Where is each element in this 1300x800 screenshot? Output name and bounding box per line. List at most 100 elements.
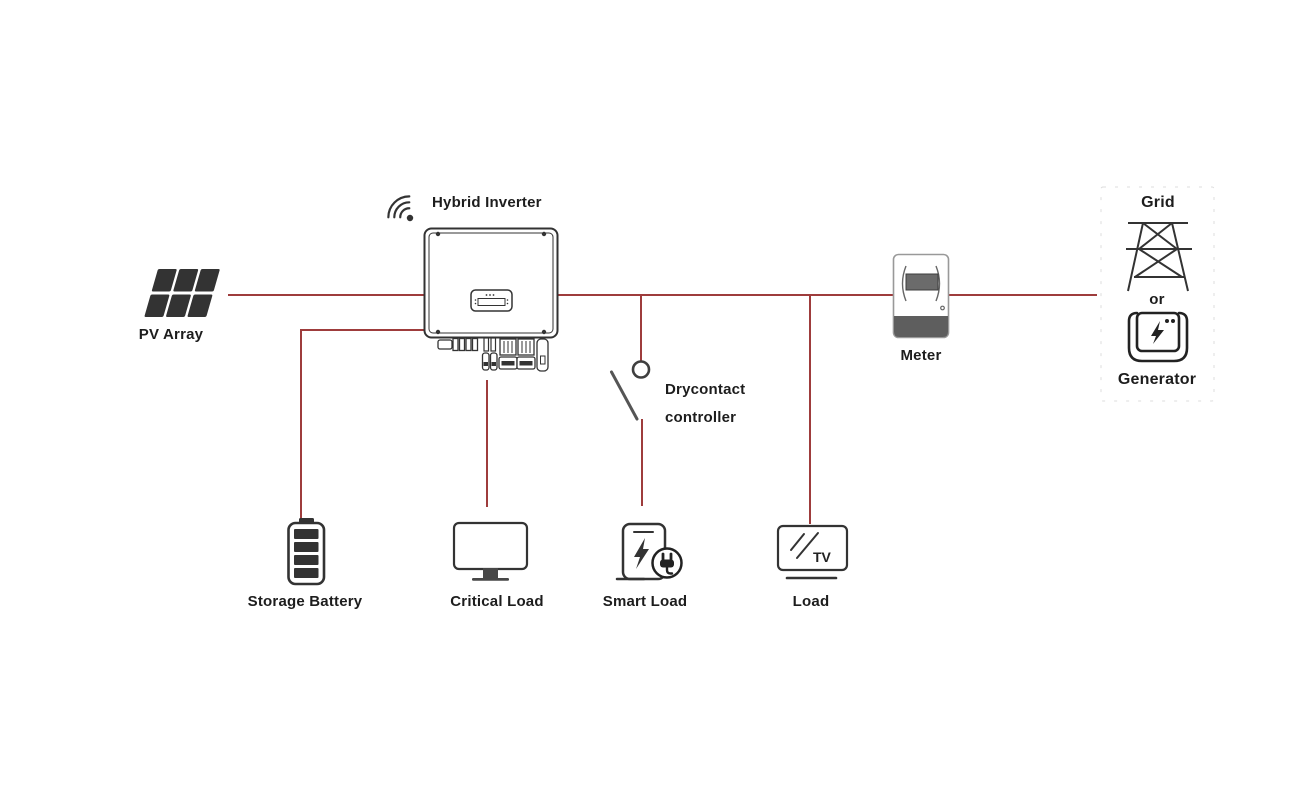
storage-battery-icon [287, 518, 326, 586]
inverter-case [423, 227, 559, 339]
mc4-fins [521, 341, 531, 353]
load-label: Load [792, 593, 830, 610]
pv-cell [173, 269, 199, 292]
screw-dot [541, 329, 547, 335]
smart-load-label: Smart Load [602, 593, 688, 610]
monitor-screen [452, 521, 529, 571]
meter-label: Meter [900, 347, 942, 364]
grid-tower-icon [1126, 222, 1192, 292]
connector-pin [490, 337, 497, 352]
connector-post [452, 337, 459, 352]
wifi-arc [399, 207, 411, 219]
meter-dot [940, 305, 945, 311]
mc4-plug [489, 352, 498, 371]
inverter-connectors [437, 337, 549, 372]
pv-cell [144, 294, 170, 317]
display-lcd [477, 298, 506, 306]
mc4-group [498, 338, 518, 370]
inverter-display [470, 289, 513, 312]
antenna-slot [540, 355, 546, 365]
led-dot [474, 302, 477, 305]
drycontact-label-line1: Drycontact [665, 381, 746, 398]
tv-glare-slashes [790, 532, 819, 559]
antenna-unit [536, 338, 549, 372]
or-label: or [1149, 291, 1165, 308]
mc4-band [519, 361, 533, 366]
switch-contact-circle [631, 360, 651, 379]
generator-lightning-bolt [1151, 321, 1164, 344]
mc4-fins [503, 341, 513, 353]
monitor-stand [483, 568, 498, 578]
tower-legs [1127, 222, 1189, 292]
drycontact-label-line2: controller [665, 409, 737, 426]
battery-cell-bar [294, 529, 319, 539]
mc4-band [491, 362, 496, 366]
connector-post [471, 337, 479, 352]
pv-array-icon [144, 269, 220, 317]
led-dot [485, 294, 488, 296]
led-dot [506, 299, 509, 301]
inverter-inner-frame [428, 232, 554, 334]
drycontact-label: Drycontact controller [665, 376, 785, 432]
tv-screen [776, 524, 849, 572]
pv-cell [194, 269, 220, 292]
screw-dot [541, 231, 547, 237]
switch-blade [610, 370, 639, 421]
battery-cell-bar [294, 542, 319, 552]
generator-dot [1165, 319, 1169, 323]
plug-prongs [661, 552, 673, 562]
tower-brace-lower [1134, 248, 1183, 278]
meter-display [905, 273, 939, 291]
plug-body [660, 559, 674, 568]
screw-dot [435, 329, 441, 335]
storage-battery-label: Storage Battery [247, 593, 363, 610]
tv-screen-text: TV [813, 549, 832, 565]
drycontact-switch-icon [610, 360, 651, 421]
grid-label: Grid [1141, 194, 1175, 211]
connector-port [437, 339, 453, 350]
hybrid-inverter-label: Hybrid Inverter [432, 194, 542, 211]
wiring [228, 294, 1097, 524]
pv-cell [151, 269, 177, 292]
critical-load-icon [452, 521, 529, 581]
meter-terminal-cover [894, 316, 948, 337]
connector-post [465, 337, 472, 352]
generator-label: Generator [1117, 371, 1197, 388]
load-tv-icon: TV [776, 524, 849, 580]
led-dot [474, 299, 477, 301]
pv-array-label: PV Array [138, 326, 204, 343]
wifi-arc [387, 195, 411, 219]
critical-load-label: Critical Load [450, 593, 544, 610]
wifi-icon [387, 195, 414, 222]
monitor-base [472, 578, 509, 581]
meter-icon [892, 253, 950, 339]
led-dot [492, 294, 495, 296]
generator-shell [1127, 311, 1189, 363]
wifi-arc [393, 201, 411, 219]
battery-cell-bar [294, 555, 319, 565]
grid-group-outline [1100, 186, 1215, 402]
mc4-plug [481, 352, 490, 371]
pv-cell [166, 294, 191, 317]
wifi-dot [406, 214, 414, 222]
pv-cell [187, 294, 213, 317]
battery-cell-bar [294, 568, 319, 578]
led-dot [489, 294, 491, 296]
hybrid-inverter-icon [423, 227, 559, 372]
mc4-band [483, 362, 488, 366]
connector-pin [483, 337, 490, 352]
connector-post [458, 337, 466, 352]
mc4-band [501, 361, 515, 366]
smart-load-icon [615, 522, 683, 581]
tower-brace-upper [1138, 222, 1178, 250]
plug-cord [665, 566, 674, 575]
meter-bracket-right [935, 265, 941, 302]
generator-icon [1127, 311, 1189, 363]
screw-dot [435, 231, 441, 237]
wire-inverter-to-battery [300, 329, 424, 520]
meter-bracket-left [901, 265, 907, 302]
lightning-bolt [634, 538, 649, 569]
mc4-group [516, 338, 536, 370]
